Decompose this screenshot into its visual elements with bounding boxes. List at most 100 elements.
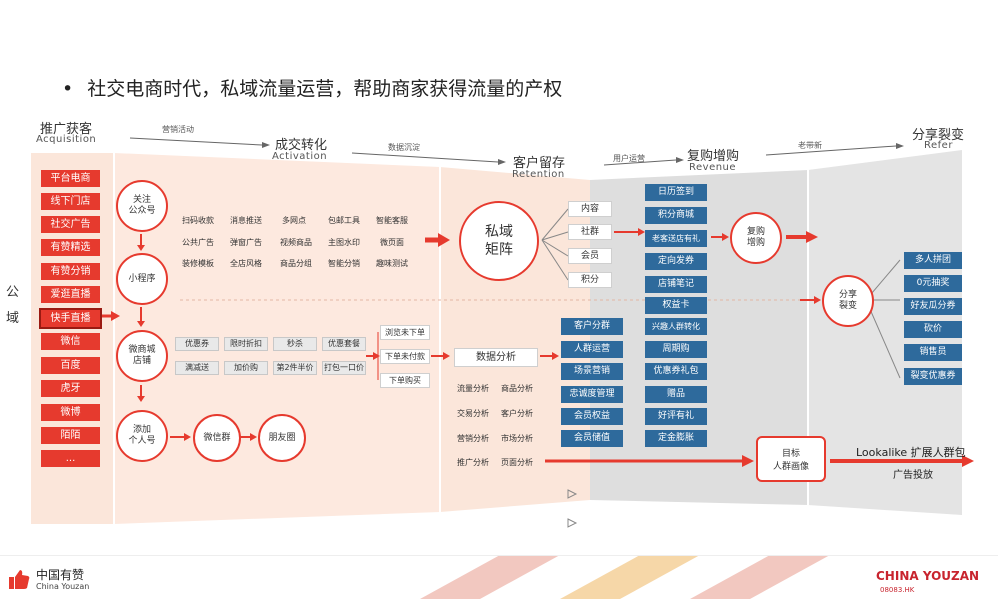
analysis-item: 商品分析 <box>501 384 533 393</box>
tool: 装修模板 <box>182 259 214 268</box>
revenue-tool[interactable]: 日历签到 <box>645 184 707 201</box>
promo-button[interactable]: 第2件半价 <box>273 361 317 375</box>
headline: • 社交电商时代，私域流量运营，帮助商家获得流量的产权 <box>62 74 562 101</box>
stage-retention-cn: 客户留存 <box>513 156 566 171</box>
asset-member[interactable]: 会员 <box>568 248 612 264</box>
analysis-item: 交易分析 <box>457 409 489 418</box>
channel-youzan-dist[interactable]: 有赞分销 <box>41 263 100 280</box>
target-persona-box: 目标 人群画像 <box>756 436 826 482</box>
tool: 智能客服 <box>376 216 408 225</box>
revenue-tool[interactable]: 周期购 <box>645 341 707 358</box>
tool: 视频商品 <box>280 238 312 247</box>
channel-live[interactable]: 爱逛直播 <box>41 286 100 303</box>
ops-stored-value[interactable]: 会员储值 <box>561 430 623 447</box>
channel-youzan-select[interactable]: 有赞精选 <box>41 239 100 256</box>
promo-button[interactable]: 秒杀 <box>273 337 317 351</box>
share-split-circle: 分享 裂变 <box>822 275 874 327</box>
public-domain-label: 公 域 <box>6 285 20 326</box>
analysis-item: 营销分析 <box>457 434 489 443</box>
channel-platform[interactable]: 平台电商 <box>41 170 100 187</box>
repurchase-label: 复购 增购 <box>746 227 765 248</box>
revenue-tool[interactable]: 店铺笔记 <box>645 276 707 293</box>
revenue-tool[interactable]: 定向发券 <box>645 253 707 270</box>
analysis-item: 市场分析 <box>501 434 533 443</box>
add-personal-circle: 添加 个人号 <box>116 410 168 462</box>
refer-tool[interactable]: 砍价 <box>904 321 962 338</box>
tool: 智能分销 <box>328 259 360 268</box>
ops-segment[interactable]: 客户分群 <box>561 318 623 335</box>
refer-tool[interactable]: 0元抽奖 <box>904 275 962 292</box>
stage-acquisition-cn: 推广获客 <box>40 122 93 137</box>
brand-en: China Youzan <box>36 582 90 591</box>
revenue-tool[interactable]: 赠品 <box>645 386 707 403</box>
funnel-browse[interactable]: 浏览未下单 <box>380 325 430 340</box>
tool: 商品分组 <box>280 259 312 268</box>
brand-right: CHINA YOUZAN <box>876 569 980 583</box>
tool: 趣味测试 <box>376 259 408 268</box>
wechat-group-circle: 微信群 <box>193 414 241 462</box>
ops-crowd[interactable]: 人群运营 <box>561 341 623 358</box>
channel-more[interactable]: ... <box>41 450 100 467</box>
revenue-tool[interactable]: 定金膨胀 <box>645 430 707 447</box>
revenue-tool[interactable]: 积分商城 <box>645 207 707 224</box>
analysis-item: 推广分析 <box>457 458 489 467</box>
refer-tool[interactable]: 裂变优惠券 <box>904 368 962 385</box>
revenue-tool[interactable]: 兴趣人群转化 <box>645 318 707 335</box>
tool: 主图水印 <box>328 238 360 247</box>
ticker: 08083.HK <box>880 586 915 594</box>
add-personal-label: 添加 个人号 <box>128 425 156 446</box>
tool: 全店风格 <box>230 259 262 268</box>
funnel-purchase[interactable]: 下单购买 <box>380 373 430 388</box>
repurchase-circle: 复购 增购 <box>730 212 782 264</box>
stage-activation-cn: 成交转化 <box>275 138 328 153</box>
revenue-tool[interactable]: 权益卡 <box>645 297 707 314</box>
thumbs-up-icon <box>8 568 30 590</box>
channel-baidu[interactable]: 百度 <box>41 357 100 374</box>
moments-circle: 朋友圈 <box>258 414 306 462</box>
arrow-label-data: 数据沉淀 <box>388 143 420 152</box>
ops-loyalty[interactable]: 忠诚度管理 <box>561 386 623 403</box>
headline-bullet: • <box>62 78 74 100</box>
funnel-unpaid[interactable]: 下单未付款 <box>380 349 430 364</box>
tool: 微页面 <box>380 238 404 247</box>
refer-tool[interactable]: 多人拼团 <box>904 252 962 269</box>
promo-button[interactable]: 限时折扣 <box>224 337 268 351</box>
analysis-item: 页面分析 <box>501 458 533 467</box>
promo-button[interactable]: 优惠券 <box>175 337 219 351</box>
micro-store-label: 微商城 店铺 <box>128 345 156 366</box>
asset-points[interactable]: 积分 <box>568 272 612 288</box>
target-persona-label: 目标 人群画像 <box>772 449 809 472</box>
revenue-tool[interactable]: 优惠券礼包 <box>645 363 707 380</box>
ops-scenario[interactable]: 场景营销 <box>561 363 623 380</box>
stage-retention-en: Retention <box>512 169 565 180</box>
revenue-tool[interactable]: 老客送店有礼 <box>645 230 707 247</box>
refer-tool[interactable]: 销售员 <box>904 344 962 361</box>
arrow-label-referral: 老带新 <box>798 141 822 150</box>
brand-cn: 中国有赞 <box>36 568 85 582</box>
promo-button[interactable]: 优惠套餐 <box>322 337 366 351</box>
data-analysis-title[interactable]: 数据分析 <box>454 348 538 367</box>
headline-text: 社交电商时代，私域流量运营，帮助商家获得流量的产权 <box>87 78 563 100</box>
promo-button[interactable]: 加价购 <box>224 361 268 375</box>
stage-revenue-en: Revenue <box>689 162 737 173</box>
channel-offline[interactable]: 线下门店 <box>41 193 100 210</box>
channel-social-ads[interactable]: 社交广告 <box>41 216 100 233</box>
channel-huya[interactable]: 虎牙 <box>41 380 100 397</box>
lookalike-label: Lookalike 扩展人群包 <box>856 446 966 459</box>
refer-tool[interactable]: 好友瓜分券 <box>904 298 962 315</box>
stage-revenue-cn: 复购增购 <box>687 149 740 164</box>
ops-benefits[interactable]: 会员权益 <box>561 408 623 425</box>
mini-program-label: 小程序 <box>128 273 156 284</box>
channel-weibo[interactable]: 微博 <box>41 404 100 421</box>
promo-button[interactable]: 打包一口价 <box>322 361 366 375</box>
asset-content[interactable]: 内容 <box>568 201 612 217</box>
moments-label: 朋友圈 <box>268 432 296 443</box>
analysis-item: 流量分析 <box>457 384 489 393</box>
stage-activation-en: Activation <box>272 151 328 162</box>
channel-wechat[interactable]: 微信 <box>41 333 100 350</box>
revenue-tool[interactable]: 好评有礼 <box>645 408 707 425</box>
channel-momo[interactable]: 陌陌 <box>41 427 100 444</box>
promo-button[interactable]: 满减送 <box>175 361 219 375</box>
asset-community[interactable]: 社群 <box>568 224 612 240</box>
channel-kuaishou[interactable]: 快手直播 <box>39 308 102 329</box>
